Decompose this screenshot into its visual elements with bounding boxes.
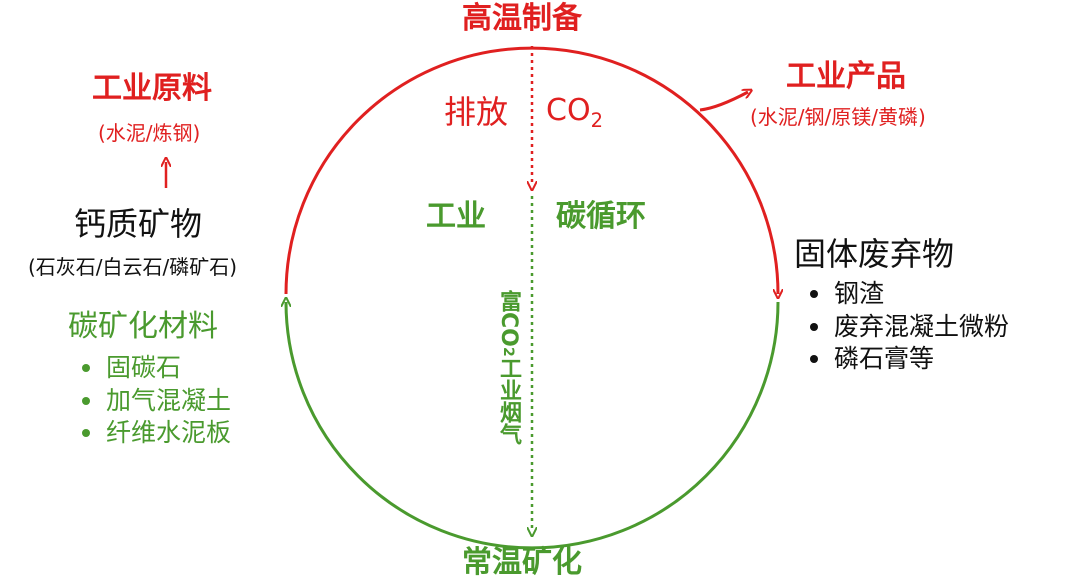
raw-materials-title: 工业原料 <box>92 71 212 106</box>
list-item-text: 废弃混凝土微粉 <box>834 311 1010 341</box>
bullet-icon <box>810 290 818 299</box>
flue-gas-suffix: 工业烟气 <box>496 356 521 445</box>
green-lower-arc <box>286 302 780 550</box>
emission-co2: CO2 <box>546 93 603 132</box>
raw-materials-subtitle: (水泥/炼钢) <box>98 121 201 145</box>
list-item-text: 钢渣 <box>834 279 885 308</box>
list-item: 纤维水泥板 <box>78 417 231 450</box>
center-carbon-cycle-label: 碳循环 <box>556 199 646 234</box>
industrial-products-title: 工业产品 <box>786 59 906 94</box>
list-item: 固碳石 <box>78 352 231 385</box>
co2-subscript: 2 <box>590 109 603 132</box>
list-item-text: 纤维水泥板 <box>106 418 232 447</box>
product-branch-arrow <box>699 92 748 112</box>
flue-gas-sub: 2 <box>500 346 516 357</box>
bullet-icon <box>82 364 90 373</box>
flue-gas-prefix: 富CO <box>496 290 521 347</box>
calcium-minerals-subtitle: (石灰石/白云石/磷矿石) <box>28 255 238 279</box>
emission-verb: 排放 <box>444 93 509 131</box>
calcium-minerals-title: 钙质矿物 <box>74 205 203 243</box>
ambient-mineralization-label: 常温矿化 <box>462 545 582 580</box>
center-industry-label: 工业 <box>426 199 486 234</box>
list-item-text: 磷石膏等 <box>834 344 935 373</box>
high-temp-preparation-label: 高温制备 <box>462 1 582 36</box>
bullet-icon <box>82 429 90 438</box>
mineralization-materials-list: 固碳石 加气混凝土 纤维水泥板 <box>78 352 231 450</box>
solid-waste-title: 固体废弃物 <box>794 235 955 273</box>
list-item: 磷石膏等 <box>806 343 1009 376</box>
co2-text: CO <box>546 93 591 128</box>
list-item: 加气混凝土 <box>78 385 231 418</box>
bullet-icon <box>810 355 818 364</box>
mineralization-materials-title: 碳矿化材料 <box>68 309 218 344</box>
list-item: 废弃混凝土微粉 <box>806 311 1009 344</box>
list-item-text: 加气混凝土 <box>106 385 232 415</box>
bullet-icon <box>810 322 818 331</box>
red-upper-arc <box>284 46 778 294</box>
solid-waste-list: 钢渣 废弃混凝土微粉 磷石膏等 <box>806 278 1009 376</box>
industrial-products-subtitle: (水泥/钢/原镁/黄磷) <box>750 105 926 129</box>
list-item: 钢渣 <box>806 278 1009 311</box>
bullet-icon <box>82 396 90 405</box>
list-item-text: 固碳石 <box>106 353 182 382</box>
